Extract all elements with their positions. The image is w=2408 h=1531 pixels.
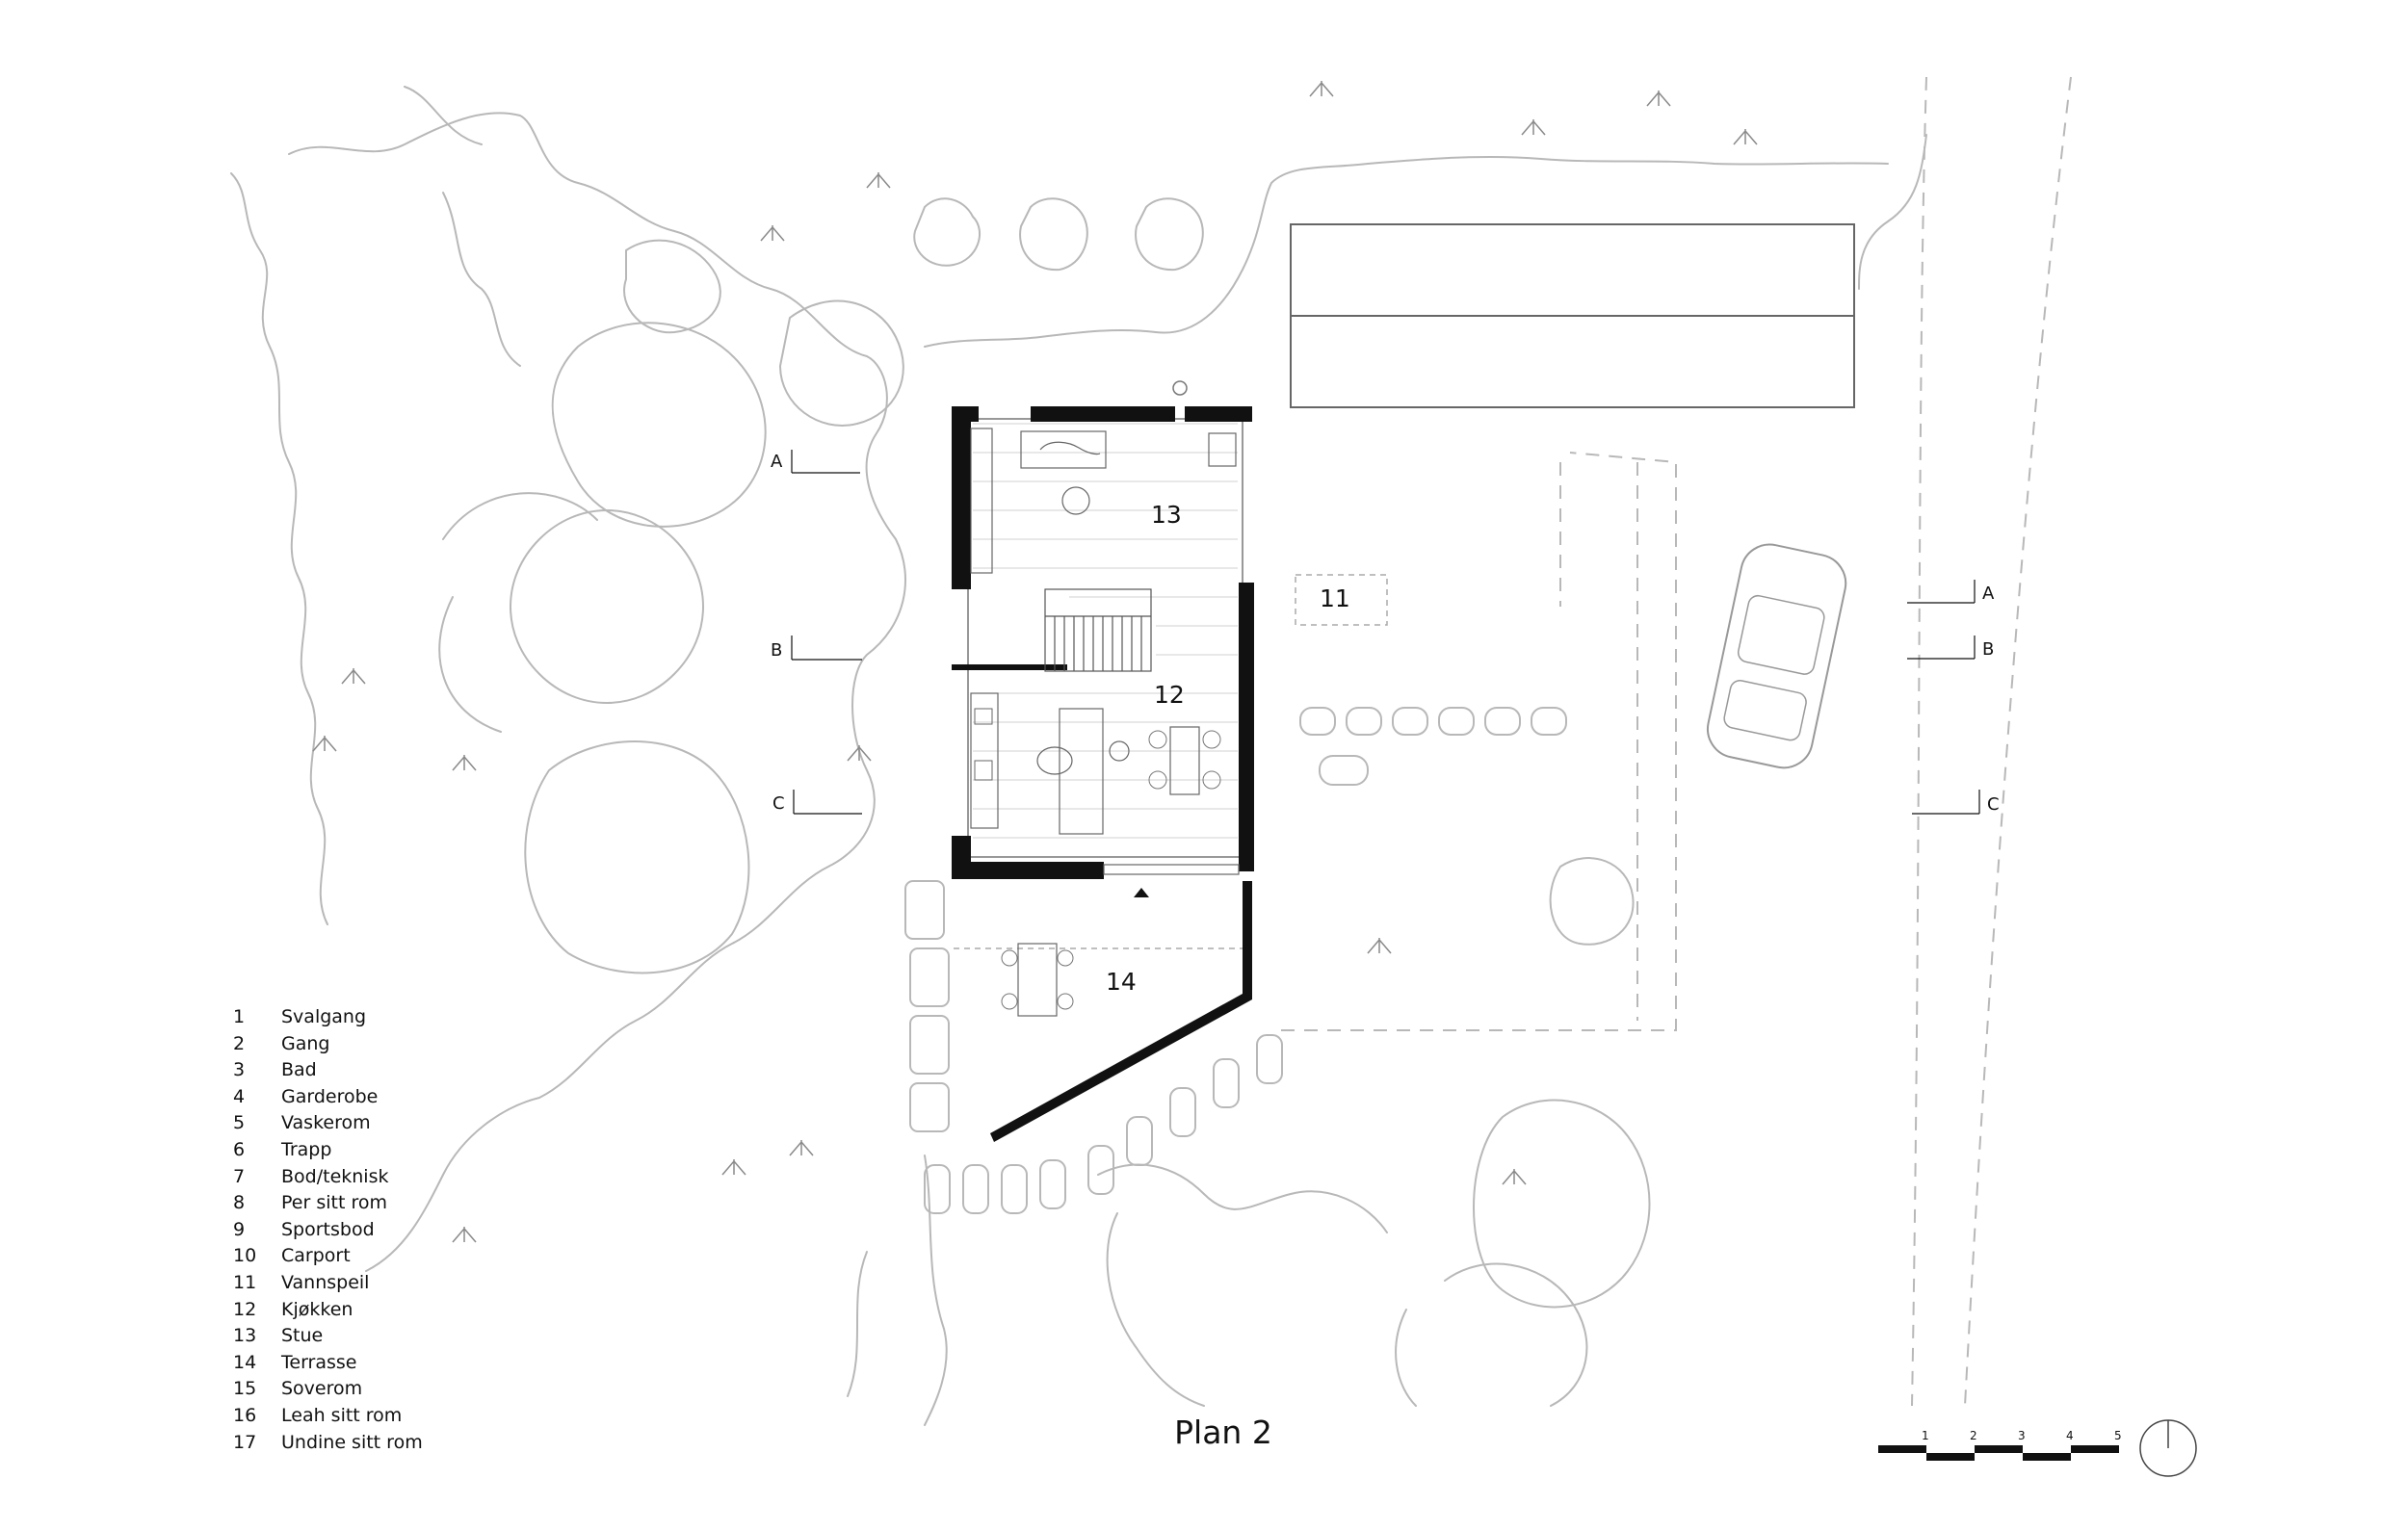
legend-item-label: Vaskerom (281, 1112, 371, 1134)
road-edges (1858, 76, 2072, 1407)
legend-item-label: Garderobe (281, 1085, 379, 1107)
legend-item: 9 Sportsbod (233, 1217, 541, 1244)
water-mirror-outline (1295, 574, 1388, 626)
legend-item: 1 Svalgang (233, 1004, 541, 1031)
legend-item: 13 Stue (233, 1323, 541, 1350)
section-mark-right-c: C (1987, 794, 2000, 815)
legend-item: 6 Trapp (233, 1137, 541, 1164)
scale-label-4: 4 (2066, 1429, 2074, 1442)
legend-item-number: 6 (233, 1138, 246, 1160)
legend-item: 17 Undine sitt rom (233, 1430, 541, 1457)
car-outline (1706, 543, 1847, 769)
room-label-13: 13 (1151, 501, 1182, 529)
section-mark-right-b: B (1982, 639, 1994, 660)
legend-item-number: 12 (233, 1298, 257, 1320)
legend-item-label: Undine sitt rom (281, 1431, 423, 1453)
room-legend: 1 Svalgang 2 Gang 3 Bad 4 Garderobe 5 Vaskerom 6 Tr… (233, 1004, 541, 1456)
legend-item: 10 Carport (233, 1243, 541, 1270)
legend-item-label: Bod/teknisk (281, 1165, 389, 1187)
plan-title: Plan 2 (1174, 1414, 1272, 1451)
legend-item-label: Stue (281, 1325, 324, 1347)
legend-item-label: Kjøkken (281, 1298, 353, 1320)
section-mark-left-c: C (772, 793, 785, 814)
legend-item-number: 9 (233, 1218, 246, 1240)
section-mark-left-a: A (771, 452, 783, 472)
legend-item-label: Terrasse (281, 1351, 357, 1373)
legend-item-number: 15 (233, 1378, 257, 1400)
section-mark-right-a: A (1982, 584, 1995, 604)
legend-item-number: 7 (233, 1165, 246, 1187)
legend-item: 16 Leah sitt rom (233, 1403, 541, 1430)
legend-item: 15 Soverom (233, 1376, 541, 1403)
legend-item-label: Per sitt rom (281, 1192, 387, 1214)
legend-item-number: 3 (233, 1059, 246, 1081)
scale-label-1: 1 (1922, 1429, 1929, 1442)
section-mark-left-b: B (771, 640, 782, 661)
north-arrow-icon (2139, 1419, 2197, 1477)
legend-item-number: 1 (233, 1006, 246, 1027)
legend-item-label: Gang (281, 1032, 330, 1054)
legend-item: 12 Kjøkken (233, 1297, 541, 1324)
legend-item-label: Bad (281, 1059, 317, 1081)
legend-item-number: 10 (233, 1245, 257, 1267)
legend-item: 2 Gang (233, 1031, 541, 1058)
legend-item-number: 5 (233, 1112, 246, 1134)
room-label-12: 12 (1154, 681, 1185, 709)
legend-item: 7 Bod/teknisk (233, 1164, 541, 1191)
legend-item-label: Soverom (281, 1378, 363, 1400)
legend-item: 3 Bad (233, 1057, 541, 1084)
legend-item-number: 17 (233, 1431, 257, 1453)
legend-item-label: Svalgang (281, 1006, 367, 1027)
scale-label-3: 3 (2018, 1429, 2026, 1442)
scale-label-2: 2 (1970, 1429, 1977, 1442)
legend-item: 8 Per sitt rom (233, 1190, 541, 1217)
legend-item-label: Carport (281, 1245, 351, 1267)
site-vegetation (230, 81, 1889, 1426)
terrace (954, 881, 1252, 1142)
legend-item-number: 11 (233, 1271, 257, 1293)
legend-item: 11 Vannspeil (233, 1270, 541, 1297)
legend-item-number: 8 (233, 1192, 246, 1214)
legend-item-label: Trapp (281, 1138, 332, 1160)
scale-bar: 1 2 3 4 5 (1878, 1429, 2122, 1461)
section-markers-right: A B C (1907, 580, 2000, 815)
legend-item-number: 16 (233, 1404, 257, 1426)
legend-item: 5 Vaskerom (233, 1110, 541, 1137)
legend-item-number: 14 (233, 1351, 257, 1373)
legend-item-label: Vannspeil (281, 1271, 370, 1293)
legend-item-number: 13 (233, 1325, 257, 1347)
legend-item-label: Leah sitt rom (281, 1404, 403, 1426)
room-label-11: 11 (1320, 584, 1350, 612)
outbuilding-roof (1290, 223, 1855, 408)
room-label-14: 14 (1106, 968, 1137, 996)
legend-item-label: Sportsbod (281, 1218, 375, 1240)
legend-item: 14 Terrasse (233, 1350, 541, 1377)
section-markers-left: A B C (771, 450, 862, 815)
legend-item-number: 2 (233, 1032, 246, 1054)
scale-label-5: 5 (2114, 1429, 2122, 1442)
legend-item: 4 Garderobe (233, 1084, 541, 1111)
house-floor-plan (952, 380, 1254, 897)
legend-item-number: 4 (233, 1085, 246, 1107)
